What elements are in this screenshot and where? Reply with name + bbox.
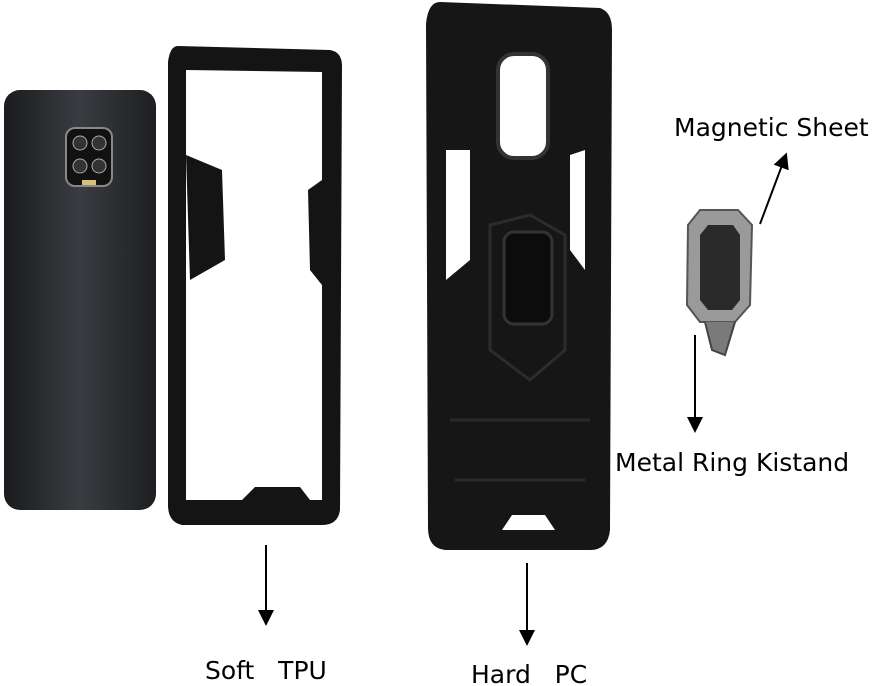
hard-pc-case	[426, 2, 612, 550]
metal-ring-kickstand	[685, 209, 754, 357]
label-soft-tpu: Soft TPU	[205, 656, 327, 685]
label-magnetic-sheet: Magnetic Sheet	[674, 113, 869, 142]
soft-tpu-frame	[168, 46, 342, 525]
phone-back	[4, 90, 156, 510]
label-hard-pc: Hard PC	[471, 660, 588, 686]
label-metal-ring-kistand: Metal Ring Kistand	[615, 448, 850, 477]
arrow-magnetic-sheet	[759, 152, 789, 225]
